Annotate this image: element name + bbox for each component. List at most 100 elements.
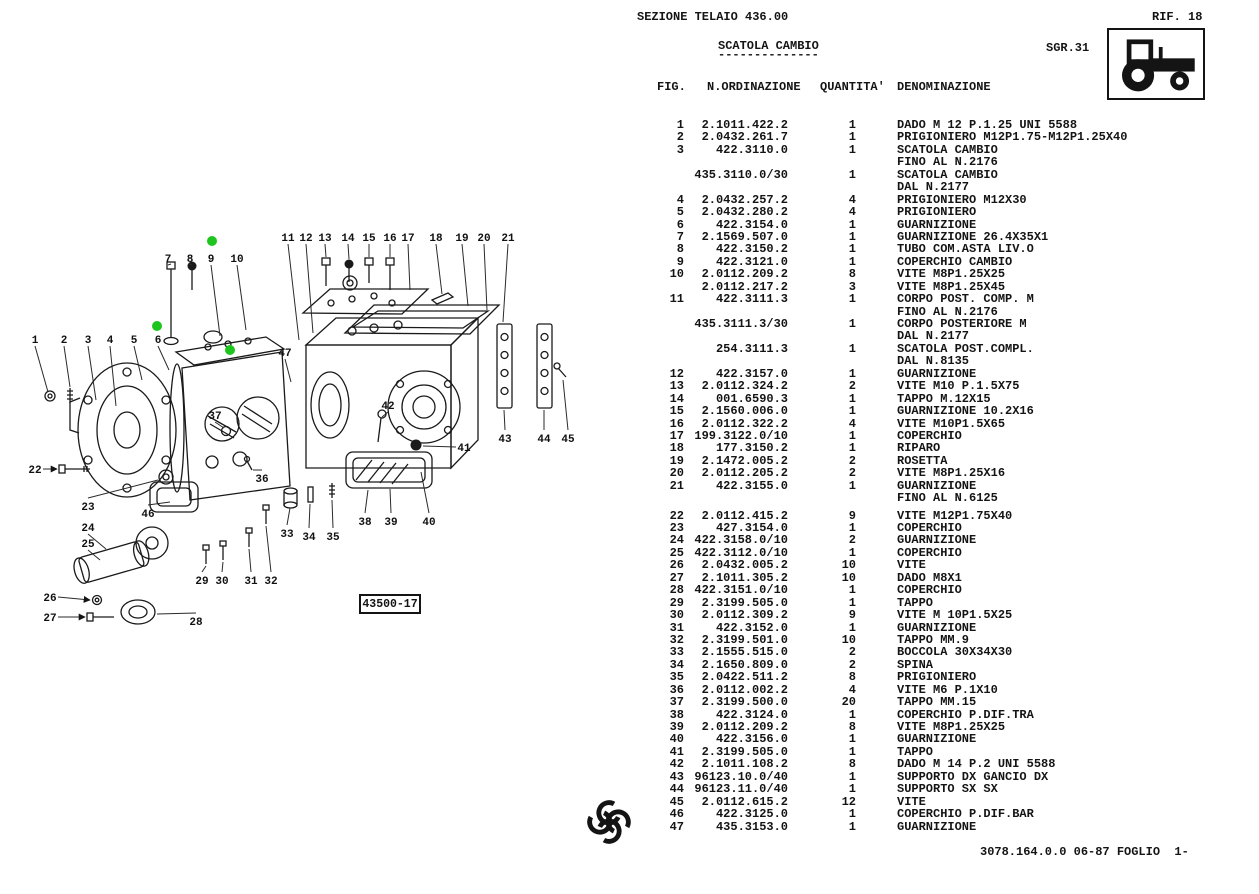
callout-number: 4 xyxy=(107,335,114,347)
code-cell: 2.0432.280.2 xyxy=(701,205,788,220)
leader-line xyxy=(214,421,225,429)
qty-cell: 12 xyxy=(841,794,856,809)
name-cell: GUARNIZIONE xyxy=(897,478,977,493)
fig-cell: 31 xyxy=(669,620,684,635)
fig-cell: 35 xyxy=(669,670,684,685)
code-cell xyxy=(684,354,788,366)
leader-line xyxy=(57,595,91,603)
qty-cell: 1 xyxy=(848,819,856,834)
code-cell: 422.3151.0/10 xyxy=(694,583,788,598)
name-cell: BOCCOLA 30X34X30 xyxy=(897,645,1013,660)
fig-cell: 23 xyxy=(669,521,684,535)
code-cell: 96123.11.0/40 xyxy=(694,782,788,797)
qty-cell: 20 xyxy=(841,695,856,710)
name-cell: VITE M12P1.75X40 xyxy=(897,508,1013,523)
fig-cell: 16 xyxy=(669,416,684,431)
name-cell: COPERCHIO CAMBIO xyxy=(897,254,1013,269)
code-cell: 422.3155.0 xyxy=(715,478,788,493)
col-header-qty: QUANTITA' xyxy=(820,80,885,94)
leader-line xyxy=(286,507,291,526)
bell-housing-shape xyxy=(69,362,177,498)
callout-number: 43 xyxy=(498,434,512,446)
qty-cell: 2 xyxy=(848,453,856,468)
callout-number: 5 xyxy=(131,335,138,347)
code-cell: 2.0112.205.2 xyxy=(701,466,788,481)
name-cell: DAL N.8135 xyxy=(897,354,970,369)
callout-number: 41 xyxy=(457,443,471,455)
code-cell: 2.3199.500.0 xyxy=(701,695,788,710)
name-cell: GUARNIZIONE xyxy=(897,533,977,548)
name-cell: VITE M8P1.25X25 xyxy=(897,720,1006,734)
support-brackets-shape xyxy=(496,323,567,409)
code-cell: 2.3199.505.0 xyxy=(701,744,788,759)
qty-cell: 1 xyxy=(848,595,856,610)
callout-number: 10 xyxy=(230,254,243,266)
name-cell: DADO M 14 P.2 UNI 5588 xyxy=(897,757,1056,772)
code-cell: 96123.10.0/40 xyxy=(694,769,788,784)
qty-cell: 1 xyxy=(848,769,856,784)
qty-cell: 2 xyxy=(848,379,856,394)
leader-line xyxy=(109,345,117,407)
qty-cell: 1 xyxy=(848,317,856,331)
qty-cell: 2 xyxy=(848,533,856,548)
fig-cell xyxy=(640,155,684,167)
leader-line xyxy=(133,345,143,381)
callout-number: 11 xyxy=(281,233,295,245)
code-cell: 2.0432.261.7 xyxy=(701,130,788,145)
callout-number: 3 xyxy=(85,335,92,347)
callout-number: 9 xyxy=(208,254,215,266)
name-cell: GUARNIZIONE xyxy=(897,732,977,747)
name-cell: COPERCHIO xyxy=(897,583,962,598)
qty-cell: 2 xyxy=(848,466,856,481)
code-cell: 2.1650.809.0 xyxy=(701,657,788,672)
fig-cell: 8 xyxy=(676,242,684,257)
fig-cell: 20 xyxy=(669,466,684,481)
fig-cell: 17 xyxy=(669,428,684,443)
callout-number: 44 xyxy=(537,434,551,446)
top-cover-shape xyxy=(174,330,286,366)
callout-number: 28 xyxy=(189,617,203,629)
qty-cell: 1 xyxy=(848,807,856,822)
fig-cell: 11 xyxy=(669,292,684,307)
callout-number: 1 xyxy=(32,335,39,347)
name-cell: TAPPO xyxy=(897,744,934,759)
name-cell: CORPO POSTERIORE M xyxy=(897,317,1027,331)
diagram-svg: 1234567891011121314151617181920212223242… xyxy=(28,233,575,629)
code-cell: 422.3158.0/10 xyxy=(694,533,788,548)
rif-label: RIF. 18 xyxy=(1152,10,1203,24)
fig-cell: 36 xyxy=(669,682,684,697)
code-cell: 2.3199.501.0 xyxy=(701,632,788,647)
name-cell: CORPO POST. COMP. M xyxy=(897,292,1034,307)
code-cell: 2.1555.515.0 xyxy=(701,645,788,660)
qty-cell: 1 xyxy=(848,744,856,759)
fig-cell xyxy=(640,491,684,503)
fig-cell: 19 xyxy=(669,453,684,468)
callout-number: 23 xyxy=(81,502,95,514)
callout-number: 21 xyxy=(501,233,515,245)
callout-number: 31 xyxy=(244,576,258,588)
code-cell: 2.0112.217.2 xyxy=(701,279,788,294)
code-cell: 435.3111.3/30 xyxy=(694,317,788,331)
qty-cell: 4 xyxy=(848,416,856,431)
code-cell: 001.6590.3 xyxy=(715,391,788,406)
leader-line xyxy=(236,264,247,331)
rear-housing-shape xyxy=(304,316,480,470)
qty-cell xyxy=(788,155,856,167)
code-cell xyxy=(684,329,788,341)
leader-line xyxy=(562,379,569,431)
leader-line xyxy=(483,243,488,311)
code-cell: 2.1560.006.0 xyxy=(701,404,788,419)
callout-number: 30 xyxy=(215,576,228,588)
fig-cell xyxy=(640,168,684,180)
